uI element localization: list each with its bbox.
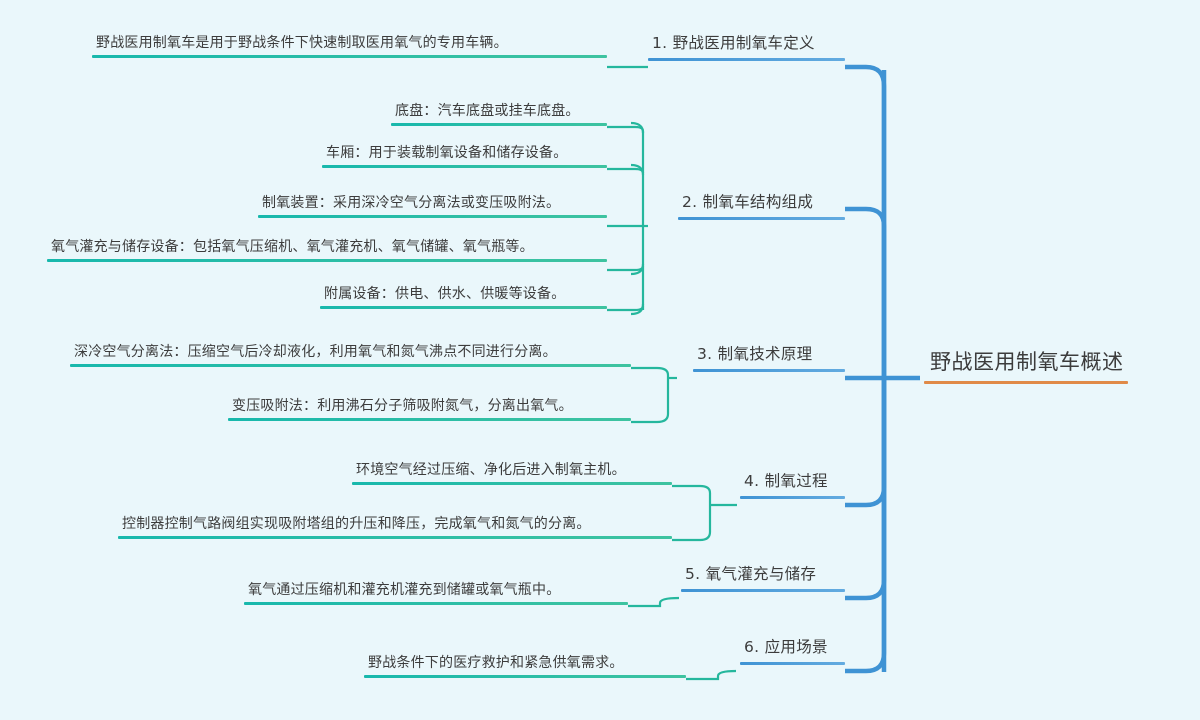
root-node[interactable]: 野战医用制氧车概述 xyxy=(924,352,1128,384)
leaf-node-3-2[interactable]: 变压吸附法：利用沸石分子筛吸附氮气，分离出氧气。 xyxy=(228,399,631,421)
branch-node-5[interactable]: 5. 氧气灌充与储存 xyxy=(681,565,845,592)
root-node-label: 野战医用制氧车概述 xyxy=(930,350,1124,374)
branch-node-4[interactable]: 4. 制氧过程 xyxy=(740,472,845,499)
leaf-node-1-1-underline xyxy=(92,55,607,58)
leaf-node-6-1-underline xyxy=(364,675,686,678)
leaf-node-2-4[interactable]: 氧气灌充与储存设备：包括氧气压缩机、氧气灌充机、氧气储罐、氧气瓶等。 xyxy=(47,240,607,262)
leaf-node-3-1-underline xyxy=(70,364,631,367)
branch-node-1-underline xyxy=(648,57,845,61)
leaf-node-2-5-underline xyxy=(320,306,607,309)
leaf-node-4-1-underline xyxy=(352,482,672,485)
leaf-node-1-1-label: 野战医用制氧车是用于野战条件下快速制取医用氧气的专用车辆。 xyxy=(96,35,508,51)
leaf-node-2-2-underline xyxy=(322,165,607,168)
branch-node-4-underline xyxy=(740,495,845,499)
branch-node-6[interactable]: 6. 应用场景 xyxy=(740,638,845,665)
branch-node-2-underline xyxy=(678,216,845,220)
branch-node-4-label: 4. 制氧过程 xyxy=(744,472,828,490)
leaf-node-3-2-label: 变压吸附法：利用沸石分子筛吸附氮气，分离出氧气。 xyxy=(232,398,573,414)
leaf-node-5-1-label: 氧气通过压缩机和灌充机灌充到储罐或氧气瓶中。 xyxy=(248,582,561,598)
leaf-node-4-2-underline xyxy=(118,536,672,539)
leaf-node-6-1[interactable]: 野战条件下的医疗救护和紧急供氧需求。 xyxy=(364,656,686,678)
leaf-node-4-1-label: 环境空气经过压缩、净化后进入制氧主机。 xyxy=(356,462,626,478)
leaf-node-2-3[interactable]: 制氧装置：采用深冷空气分离法或变压吸附法。 xyxy=(258,196,607,218)
leaf-node-5-1[interactable]: 氧气通过压缩机和灌充机灌充到储罐或氧气瓶中。 xyxy=(244,583,628,605)
leaf-node-3-2-underline xyxy=(228,418,631,421)
leaf-node-3-1-label: 深冷空气分离法：压缩空气后冷却液化，利用氧气和氮气沸点不同进行分离。 xyxy=(74,344,557,360)
branch-node-1-label: 1. 野战医用制氧车定义 xyxy=(652,34,815,52)
leaf-node-1-1[interactable]: 野战医用制氧车是用于野战条件下快速制取医用氧气的专用车辆。 xyxy=(92,36,607,58)
leaf-node-2-5-label: 附属设备：供电、供水、供暖等设备。 xyxy=(324,286,566,302)
leaf-node-2-1-label: 底盘：汽车底盘或挂车底盘。 xyxy=(395,103,580,119)
leaf-node-4-1[interactable]: 环境空气经过压缩、净化后进入制氧主机。 xyxy=(352,463,672,485)
leaf-node-2-2[interactable]: 车厢：用于装载制氧设备和储存设备。 xyxy=(322,146,607,168)
branch-node-2-label: 2. 制氧车结构组成 xyxy=(682,193,814,211)
branch-node-6-underline xyxy=(740,661,845,665)
branch-node-5-underline xyxy=(681,588,845,592)
leaf-node-3-1[interactable]: 深冷空气分离法：压缩空气后冷却液化，利用氧气和氮气沸点不同进行分离。 xyxy=(70,345,631,367)
leaf-node-2-1[interactable]: 底盘：汽车底盘或挂车底盘。 xyxy=(391,104,607,126)
leaf-node-2-1-underline xyxy=(391,123,607,126)
leaf-node-4-2[interactable]: 控制器控制气路阀组实现吸附塔组的升压和降压，完成氧气和氮气的分离。 xyxy=(118,517,672,539)
root-node-underline xyxy=(924,381,1128,384)
leaf-node-2-3-underline xyxy=(258,215,607,218)
leaf-node-6-1-label: 野战条件下的医疗救护和紧急供氧需求。 xyxy=(368,655,624,671)
branch-node-5-label: 5. 氧气灌充与储存 xyxy=(685,565,817,583)
leaf-node-2-4-label: 氧气灌充与储存设备：包括氧气压缩机、氧气灌充机、氧气储罐、氧气瓶等。 xyxy=(51,239,534,255)
branch-node-2[interactable]: 2. 制氧车结构组成 xyxy=(678,193,845,220)
leaf-node-2-4-underline xyxy=(47,259,607,262)
branch-node-3-underline xyxy=(693,368,845,372)
branch-node-1[interactable]: 1. 野战医用制氧车定义 xyxy=(648,34,845,61)
leaf-node-2-3-label: 制氧装置：采用深冷空气分离法或变压吸附法。 xyxy=(262,195,561,211)
branch-node-6-label: 6. 应用场景 xyxy=(744,638,828,656)
leaf-node-2-2-label: 车厢：用于装载制氧设备和储存设备。 xyxy=(326,145,568,161)
leaf-node-4-2-label: 控制器控制气路阀组实现吸附塔组的升压和降压，完成氧气和氮气的分离。 xyxy=(122,516,591,532)
leaf-node-2-5[interactable]: 附属设备：供电、供水、供暖等设备。 xyxy=(320,287,607,309)
branch-node-3-label: 3. 制氧技术原理 xyxy=(697,345,813,363)
leaf-node-5-1-underline xyxy=(244,602,628,605)
branch-node-3[interactable]: 3. 制氧技术原理 xyxy=(693,345,845,372)
